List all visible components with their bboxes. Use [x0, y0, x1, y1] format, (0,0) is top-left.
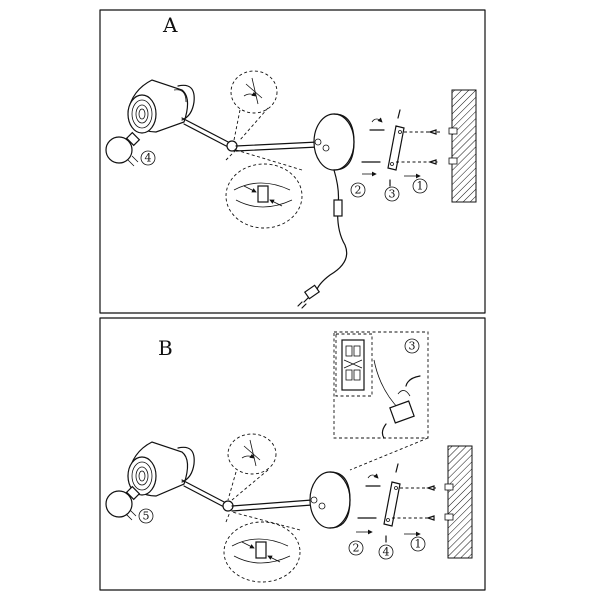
power-cord-a — [297, 169, 348, 309]
step-screws-a: 2 — [355, 184, 362, 197]
bulb-icon-a — [105, 131, 141, 167]
screws-a — [361, 109, 440, 187]
wall-base-b — [309, 471, 351, 529]
detail-top-b — [227, 433, 277, 501]
lamp-arm-a — [181, 117, 319, 152]
bulb-icon-b — [105, 485, 141, 521]
wall-b — [444, 445, 473, 559]
step-bulb-b: 5 — [143, 510, 150, 523]
step-screws-b: 2 — [353, 542, 360, 555]
panel-a-letter: A — [162, 13, 178, 37]
detail-bottom-b — [223, 511, 301, 583]
lamp-head-b — [127, 441, 195, 497]
panel-a-frame — [99, 9, 486, 314]
step-bracket-a: 3 — [389, 188, 396, 201]
step-wiring-b: 3 — [409, 340, 416, 353]
detail-top-a — [230, 70, 278, 141]
panel-b-frame — [99, 317, 486, 591]
step-4-circle-a — [140, 150, 156, 166]
panel-b: B 3 — [99, 317, 486, 591]
cord-switch-icon — [333, 199, 343, 217]
step-wall-b: 1 — [415, 538, 422, 551]
detail-bottom-a — [225, 149, 303, 229]
step-bracket-b: 4 — [383, 546, 390, 559]
screws-b — [356, 463, 436, 543]
lamp-head-a — [127, 79, 195, 134]
step-wall-a: 1 — [417, 180, 424, 193]
wiring-detail-b — [333, 331, 429, 471]
wall-a — [448, 89, 477, 203]
panel-b-letter: B — [158, 336, 173, 360]
lamp-arm-b — [181, 479, 313, 512]
bracket-a — [387, 125, 405, 171]
wall-base-a — [313, 113, 355, 171]
step-bulb-a: 4 — [145, 152, 152, 165]
bracket-b — [383, 481, 401, 527]
panel-a: A — [99, 9, 486, 314]
plug-icon — [303, 284, 321, 300]
